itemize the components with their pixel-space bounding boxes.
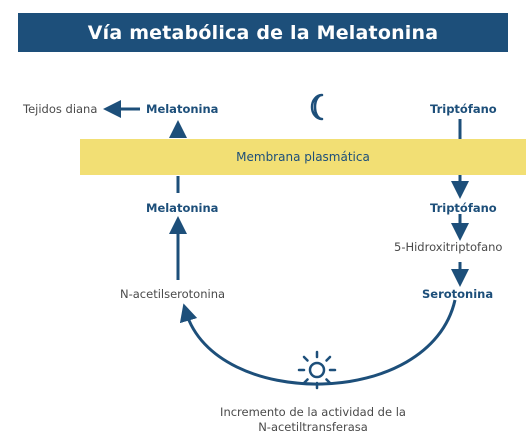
title-banner: Vía metabólica de la Melatonina — [18, 13, 508, 52]
melatonin-outside-label: Melatonina — [146, 102, 219, 116]
membrane-label: Membrana plasmática — [236, 150, 370, 164]
sun-icon — [297, 350, 337, 390]
hydroxytryptophan-label: 5-Hidroxitriptofano — [394, 240, 503, 254]
serotonin-label: Serotonina — [422, 287, 494, 301]
moon-icon — [310, 93, 324, 121]
tryptophan-outside-label: Triptófano — [430, 102, 497, 116]
diagram-title: Vía metabólica de la Melatonina — [87, 21, 439, 44]
caption-line-2: N-acetiltransferasa — [258, 420, 368, 434]
melatonin-inside-label: Melatonina — [146, 201, 219, 215]
target-tissues-label: Tejidos diana — [23, 102, 98, 116]
n-acetylserotonin-label: N-acetilserotonina — [120, 287, 226, 301]
tryptophan-inside-label: Triptófano — [430, 201, 497, 215]
enzyme-activity-caption: Incremento de la actividad de la N-aceti… — [183, 405, 443, 435]
plasma-membrane: Membrana plasmática — [80, 139, 526, 175]
arrow-serotonin-to-nacetylserotonin — [179, 299, 457, 386]
caption-line-1: Incremento de la actividad de la — [220, 405, 406, 419]
